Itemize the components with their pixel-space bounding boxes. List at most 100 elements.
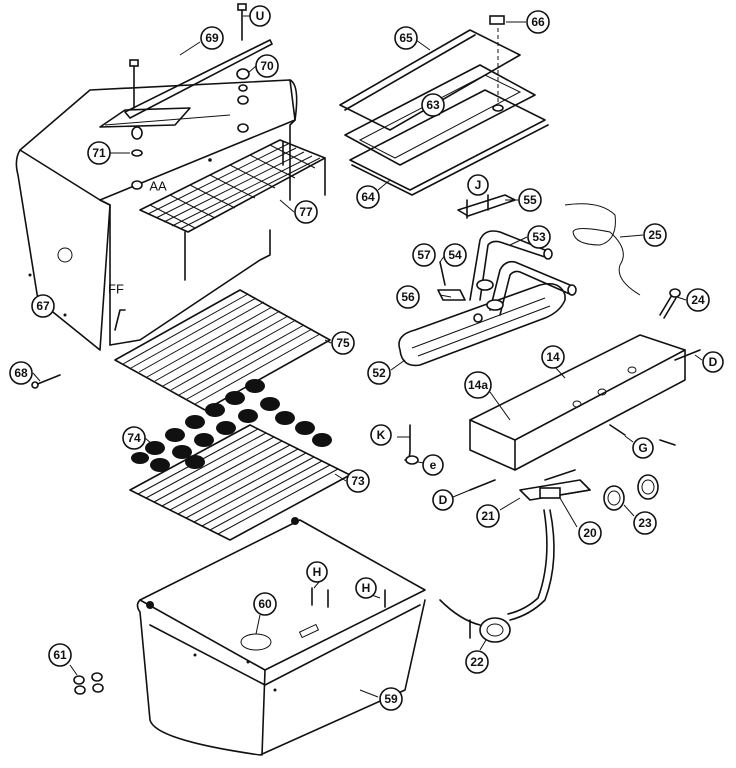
callout-23: 23 [633, 511, 657, 535]
callout-74: 74 [122, 426, 146, 450]
callout-73-text: 73 [351, 474, 365, 488]
control-panel [469, 334, 701, 491]
callout-56: 56 [396, 285, 420, 309]
callout-e-text: e [430, 458, 437, 472]
leader-lines [32, 15, 703, 698]
callout-23-text: 23 [638, 516, 652, 530]
igniter-wire [564, 203, 641, 296]
callout-20-text: 20 [583, 526, 597, 540]
callout-u: U [249, 5, 271, 27]
callout-d-left: D [432, 489, 454, 511]
callout-20: 20 [578, 521, 602, 545]
callout-56-text: 56 [401, 290, 415, 304]
callout-66: 66 [526, 10, 550, 34]
callout-73: 73 [346, 469, 370, 493]
callout-53-text: 53 [532, 230, 546, 244]
base-screws [311, 587, 386, 608]
callout-60: 60 [253, 592, 277, 616]
callout-75: 75 [331, 331, 355, 355]
callout-63: 63 [421, 93, 445, 117]
callout-64: 64 [356, 185, 380, 209]
callout-e: e [422, 454, 444, 476]
grill-lid [15, 79, 298, 351]
callout-14: 14 [541, 345, 565, 369]
callout-67-text: 67 [36, 299, 50, 313]
callout-69: 69 [200, 26, 224, 50]
grill-base [136, 517, 426, 756]
callout-57-text: 57 [417, 248, 431, 262]
callout-55: 55 [518, 188, 542, 212]
callout-h-left-text: H [313, 565, 322, 579]
burner [398, 282, 566, 367]
callout-k-text: K [377, 428, 386, 442]
callout-d-left-text: D [439, 493, 448, 507]
callout-68: 68 [9, 361, 33, 385]
callout-g: G [632, 437, 654, 459]
callout-61: 61 [48, 643, 72, 667]
callout-57: 57 [412, 243, 436, 267]
callout-j-text: J [475, 178, 482, 192]
callout-h-left: H [306, 561, 328, 583]
callout-54-text: 54 [448, 248, 462, 262]
callout-77-text: 77 [299, 205, 313, 219]
callout-h-right-text: H [362, 581, 371, 595]
burner-tubes [469, 230, 577, 316]
cooking-grate [114, 289, 331, 411]
callout-75-text: 75 [336, 336, 350, 350]
fasteners [404, 424, 676, 465]
callout-67: 67 [31, 294, 55, 318]
burner-bracket [457, 194, 516, 219]
callout-74-text: 74 [127, 431, 141, 445]
callout-21-text: 21 [481, 509, 495, 523]
callout-59: 59 [379, 687, 403, 711]
callout-21: 21 [476, 504, 500, 528]
callout-52: 52 [367, 361, 391, 385]
callout-14a: 14a [464, 371, 492, 399]
callout-70-text: 70 [260, 59, 274, 73]
label-aa: AA [149, 179, 167, 194]
callout-69-text: 69 [205, 31, 219, 45]
callout-64-text: 64 [361, 190, 375, 204]
callout-60-text: 60 [258, 597, 272, 611]
callout-54: 54 [443, 243, 467, 267]
callout-66-text: 66 [531, 15, 545, 29]
callout-77: 77 [294, 200, 318, 224]
callout-24-text: 24 [691, 293, 705, 307]
lid-bolts [129, 3, 250, 190]
callout-u-text: U [256, 9, 265, 23]
callout-65-text: 65 [399, 31, 413, 45]
callout-25: 25 [643, 223, 667, 247]
gas-valve [519, 469, 591, 501]
callout-68-text: 68 [14, 366, 28, 380]
hose-regulator [439, 509, 555, 643]
callout-k: K [370, 424, 392, 446]
callout-63-text: 63 [426, 98, 440, 112]
base-nuts [73, 672, 104, 695]
control-knobs [603, 474, 659, 511]
callout-52-text: 52 [372, 366, 386, 380]
callout-71: 71 [87, 141, 111, 165]
callout-22-text: 22 [470, 655, 484, 669]
label-ff: FF [108, 282, 124, 297]
hinge-bolt [31, 374, 61, 389]
callout-14a-text: 14a [468, 378, 488, 392]
callout-70: 70 [255, 54, 279, 78]
callout-53: 53 [527, 225, 551, 249]
callout-61-text: 61 [53, 648, 67, 662]
callout-j: J [467, 174, 489, 196]
callout-59-text: 59 [384, 692, 398, 706]
callout-g-text: G [638, 441, 647, 455]
callout-24: 24 [686, 288, 710, 312]
callout-55-text: 55 [523, 193, 537, 207]
lava-rocks [131, 379, 332, 472]
callout-65: 65 [394, 26, 418, 50]
callout-d-right: D [702, 351, 724, 373]
callout-25-text: 25 [648, 228, 662, 242]
warming-rack [139, 139, 326, 281]
lid-handle [124, 39, 273, 119]
igniter-electrode [659, 288, 681, 319]
hinge-pin-ff [114, 309, 126, 331]
burner-brackets-small [437, 261, 483, 323]
